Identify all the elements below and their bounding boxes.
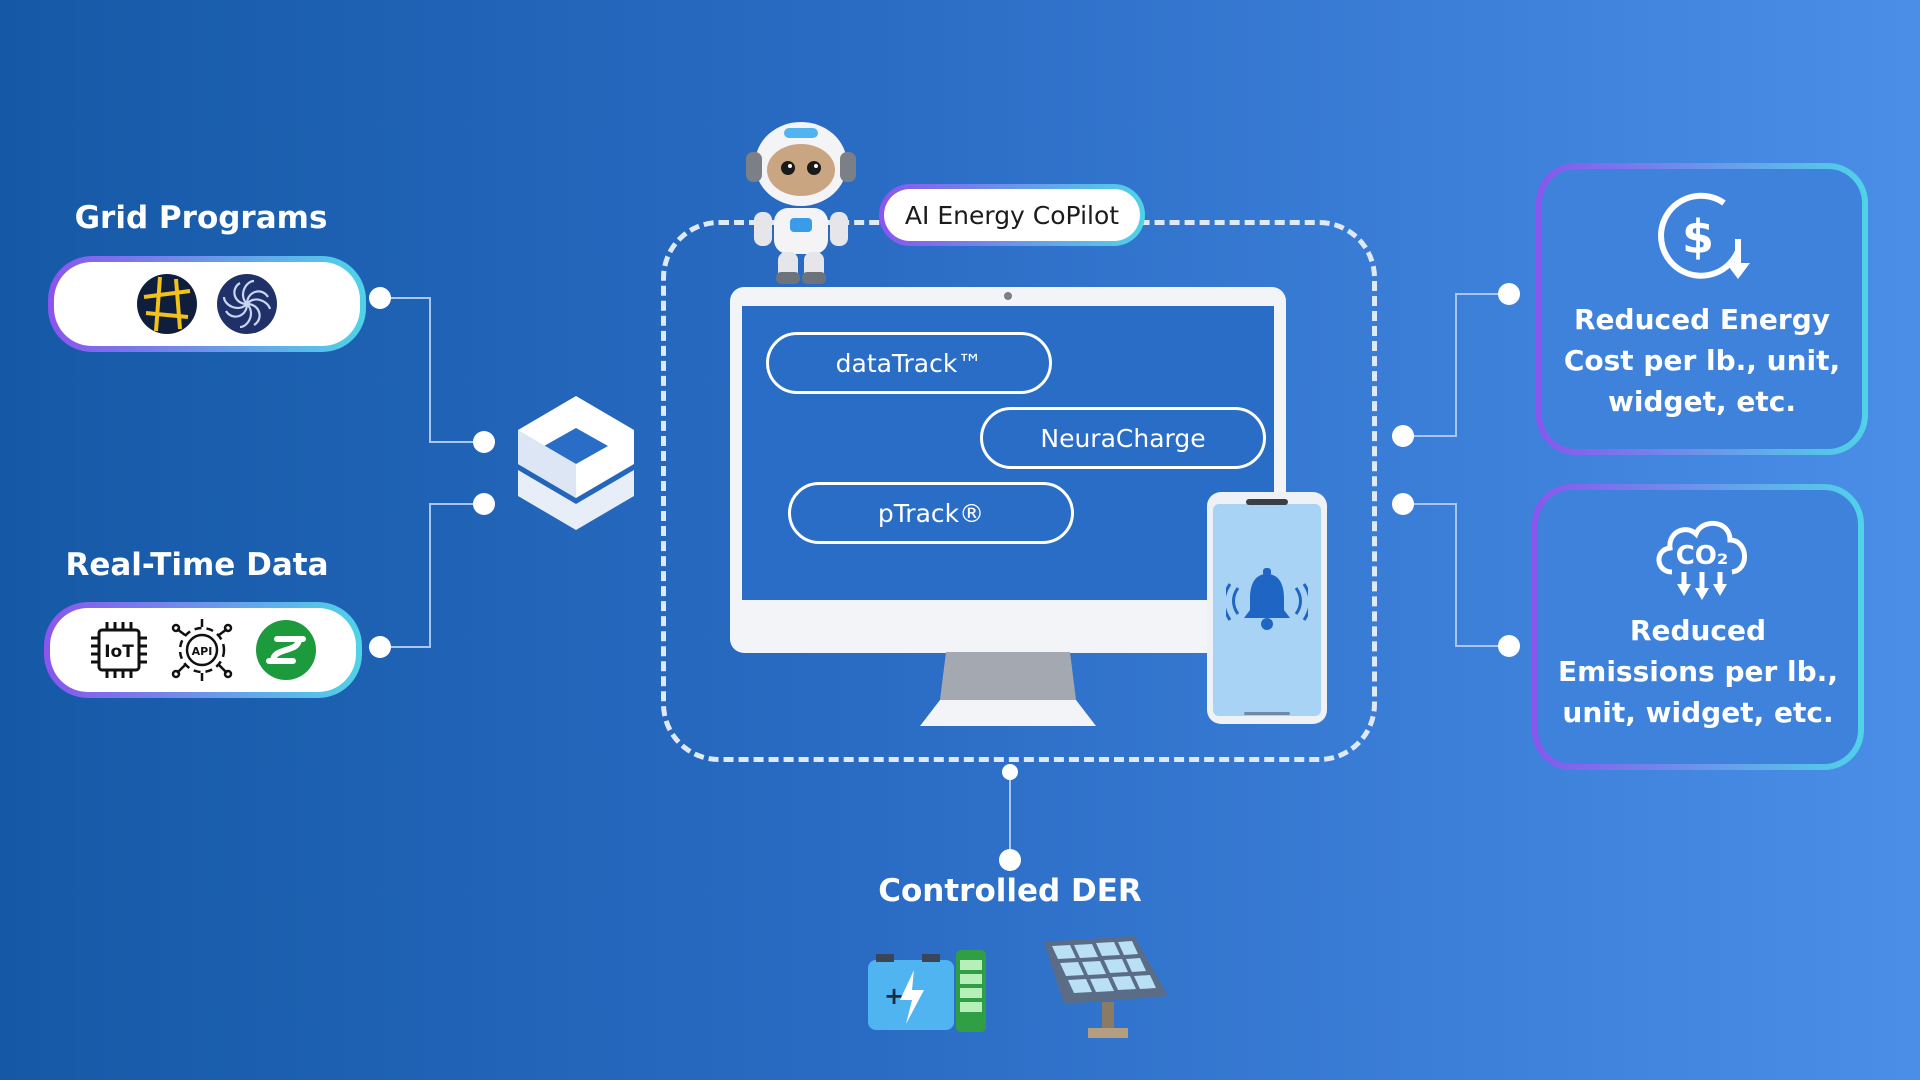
svg-text:CO₂: CO₂ <box>1676 541 1729 571</box>
stacked-cube-logo-icon <box>518 396 634 530</box>
co2-down-icon: CO₂ <box>1656 520 1747 600</box>
copilot-label: AI Energy CoPilot <box>879 184 1145 246</box>
green-logo-icon <box>256 620 316 680</box>
svg-text:$: $ <box>1682 210 1714 264</box>
app-ptrack[interactable]: pTrack® <box>788 482 1074 544</box>
grid-program-logo-icon <box>137 274 197 334</box>
api-gear-icon: API <box>171 619 233 681</box>
monitor-camera <box>1004 292 1012 300</box>
grid-programs-connector-dot <box>369 287 391 309</box>
reduced-energy-cost-text: Reduced Energy Cost per lb., unit, widge… <box>1563 303 1841 418</box>
grid-programs-title: Grid Programs <box>74 200 328 236</box>
phone-home-bar <box>1244 712 1290 715</box>
robot-mascot-icon <box>746 122 856 284</box>
app-neuracharge[interactable]: NeuraCharge <box>980 407 1266 469</box>
copilot-output-dot-bottom <box>1392 493 1414 515</box>
app-datatrack[interactable]: dataTrack™ <box>766 332 1052 394</box>
controlled-der-title: Controlled DER <box>878 873 1142 909</box>
grid-programs-logos <box>48 256 366 352</box>
copilot-bottom-dot <box>1002 764 1018 780</box>
platform-input-dot-top <box>473 431 495 453</box>
iot-chip-icon: IoT <box>91 622 147 678</box>
der-connector-dot <box>999 849 1021 871</box>
platform-input-dot-bottom <box>473 493 495 515</box>
bell-notification-icon <box>1226 568 1308 630</box>
svg-text:IoT: IoT <box>104 642 134 662</box>
reduced-emissions-card: CO₂ Reduced Emissions per lb., unit, wid… <box>1532 484 1864 770</box>
monitor-stand <box>920 652 1096 726</box>
emissions-connector-dot <box>1498 635 1520 657</box>
svg-text:+: + <box>884 982 904 1010</box>
realtime-data-connector-dot <box>369 636 391 658</box>
battery-icon: + <box>868 950 986 1032</box>
energy-cost-connector-dot <box>1498 283 1520 305</box>
realtime-data-logos: IoT API <box>44 602 362 698</box>
solar-panel-icon <box>1044 936 1168 1038</box>
phone-speaker <box>1246 499 1288 505</box>
reduced-energy-cost-card: $ Reduced Energy Cost per lb., unit, wid… <box>1536 163 1868 455</box>
svg-text:API: API <box>192 645 213 658</box>
spiral-logo-icon <box>217 274 277 334</box>
dollar-down-icon: $ <box>1658 192 1750 279</box>
copilot-output-dot-top <box>1392 425 1414 447</box>
reduced-emissions-text: Reduced Emissions per lb., unit, widget,… <box>1558 614 1838 729</box>
realtime-data-title: Real-Time Data <box>65 547 329 583</box>
